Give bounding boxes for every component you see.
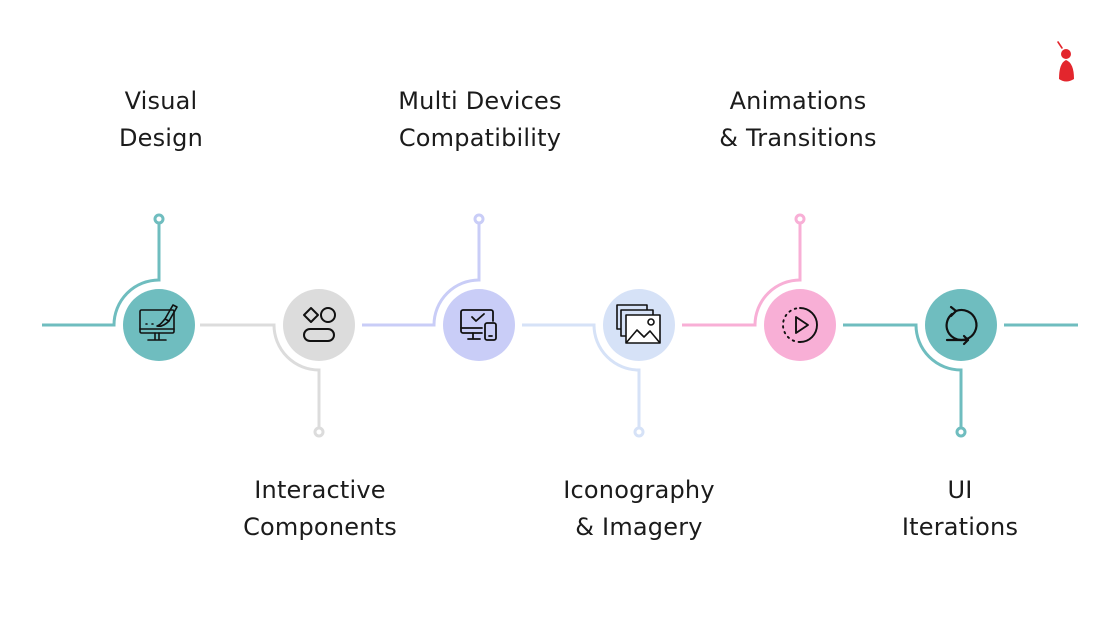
disc-step-2	[283, 289, 355, 361]
connector-step-4	[522, 323, 641, 428]
step-title-line: Iterations	[901, 513, 1019, 541]
connector-step-3	[362, 223, 481, 327]
step-title-line: & Transitions	[719, 124, 877, 152]
step-title-line: & Imagery	[575, 513, 703, 541]
monitor-brush-icon	[139, 304, 178, 341]
disc-step-6	[925, 289, 997, 361]
end-dot-step-5	[794, 213, 806, 225]
refresh-cycle-icon	[945, 305, 978, 346]
step-title-line: Multi Devices	[398, 87, 562, 115]
step-title-line: Animations	[729, 87, 867, 115]
connector-step-6	[843, 323, 963, 428]
play-circle-icon	[782, 307, 818, 343]
step-title-animations: Animations & Transitions	[668, 83, 928, 157]
step-title-line: Visual	[124, 87, 198, 115]
timeline-end-dots	[153, 213, 967, 438]
step-title-line: Design	[118, 124, 204, 152]
step-title-line: Compatibility	[398, 124, 562, 152]
connector-step-2	[200, 323, 321, 428]
step-title-line: Iconography	[563, 476, 715, 504]
brand-figure-logo-icon	[1057, 41, 1074, 82]
end-dot-step-4	[633, 426, 645, 438]
end-dot-step-2	[313, 426, 325, 438]
image-stack-icon	[616, 304, 661, 344]
disc-step-5	[764, 289, 836, 361]
end-dot-step-1	[153, 213, 165, 225]
connector-step-5	[682, 223, 802, 327]
end-dot-step-3	[473, 213, 485, 225]
step-title-ui-iterations: UI Iterations	[830, 472, 1090, 546]
connector-step-1	[42, 223, 161, 327]
step-title-line: Interactive	[254, 476, 386, 504]
step-title-line: Components	[243, 513, 397, 541]
disc-step-3	[443, 289, 515, 361]
step-title-iconography: Iconography & Imagery	[509, 472, 769, 546]
end-dot-step-6	[955, 426, 967, 438]
step-title-visual-design: Visual Design	[31, 83, 291, 157]
step-title-line: UI	[947, 476, 973, 504]
step-title-multi-devices: Multi Devices Compatibility	[350, 83, 610, 157]
monitor-phone-icon	[460, 309, 497, 341]
shapes-toggle-icon	[303, 307, 336, 342]
timeline-connectors	[42, 223, 1078, 428]
step-title-interactive-components: Interactive Components	[190, 472, 450, 546]
